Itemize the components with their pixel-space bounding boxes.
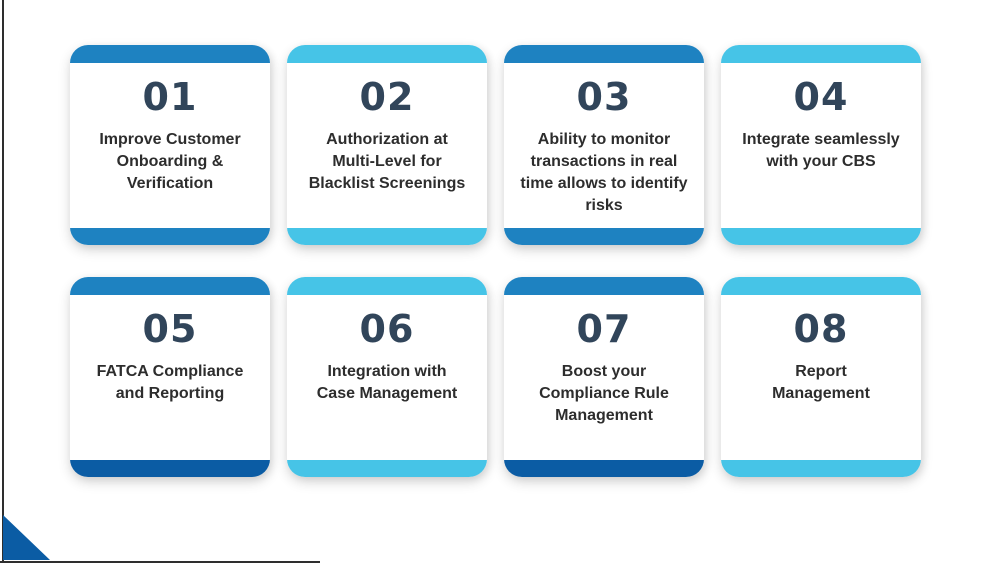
feature-card-02: 02 Authorization at Multi-Level for Blac… xyxy=(287,45,487,245)
feature-card-07: 07 Boost your Compliance Rule Management xyxy=(504,277,704,477)
card-body: 06 Integration with Case Management xyxy=(287,295,487,460)
card-bottom-bar xyxy=(70,460,270,477)
feature-cards-grid: 01 Improve Customer Onboarding & Verific… xyxy=(70,45,921,477)
card-top-bar xyxy=(287,45,487,63)
card-top-bar xyxy=(70,45,270,63)
card-bottom-bar xyxy=(721,228,921,245)
card-body: 01 Improve Customer Onboarding & Verific… xyxy=(70,63,270,228)
card-top-bar xyxy=(504,277,704,295)
bottom-edge-line xyxy=(0,561,320,563)
card-top-bar xyxy=(504,45,704,63)
card-top-bar xyxy=(287,277,487,295)
card-text: Authorization at Multi-Level for Blackli… xyxy=(308,131,466,192)
card-number: 04 xyxy=(793,75,849,119)
card-top-bar xyxy=(721,45,921,63)
card-top-bar xyxy=(721,277,921,295)
card-bottom-bar xyxy=(721,460,921,477)
feature-card-01: 01 Improve Customer Onboarding & Verific… xyxy=(70,45,270,245)
card-number: 01 xyxy=(142,75,198,119)
feature-card-06: 06 Integration with Case Management xyxy=(287,277,487,477)
card-body: 05 FATCA Compliance and Reporting xyxy=(70,295,270,460)
card-bottom-bar xyxy=(287,460,487,477)
card-body: 03 Ability to monitor transactions in re… xyxy=(504,63,704,228)
card-text: Integration with Case Management xyxy=(316,363,458,402)
card-number: 06 xyxy=(359,307,415,351)
feature-card-05: 05 FATCA Compliance and Reporting xyxy=(70,277,270,477)
card-bottom-bar xyxy=(287,228,487,245)
card-bottom-bar xyxy=(504,228,704,245)
card-body: 07 Boost your Compliance Rule Management xyxy=(504,295,704,460)
card-text: Report Management xyxy=(772,363,870,402)
card-top-bar xyxy=(70,277,270,295)
card-number: 08 xyxy=(793,307,849,351)
card-bottom-bar xyxy=(70,228,270,245)
card-number: 03 xyxy=(576,75,632,119)
card-number: 05 xyxy=(142,307,198,351)
card-body: 04 Integrate seamlessly with your CBS xyxy=(721,63,921,228)
feature-card-03: 03 Ability to monitor transactions in re… xyxy=(504,45,704,245)
feature-card-08: 08 Report Management xyxy=(721,277,921,477)
card-text: Ability to monitor transactions in real … xyxy=(520,131,688,214)
card-text: Integrate seamlessly with your CBS xyxy=(742,131,900,170)
card-body: 02 Authorization at Multi-Level for Blac… xyxy=(287,63,487,228)
card-number: 07 xyxy=(576,307,632,351)
corner-triangle xyxy=(3,515,50,560)
card-text: Improve Customer Onboarding & Verificati… xyxy=(99,131,241,192)
card-text: Boost your Compliance Rule Management xyxy=(539,363,669,424)
left-edge-line xyxy=(2,0,4,563)
card-number: 02 xyxy=(359,75,415,119)
feature-card-04: 04 Integrate seamlessly with your CBS xyxy=(721,45,921,245)
card-bottom-bar xyxy=(504,460,704,477)
card-body: 08 Report Management xyxy=(721,295,921,460)
card-text: FATCA Compliance and Reporting xyxy=(96,363,244,402)
